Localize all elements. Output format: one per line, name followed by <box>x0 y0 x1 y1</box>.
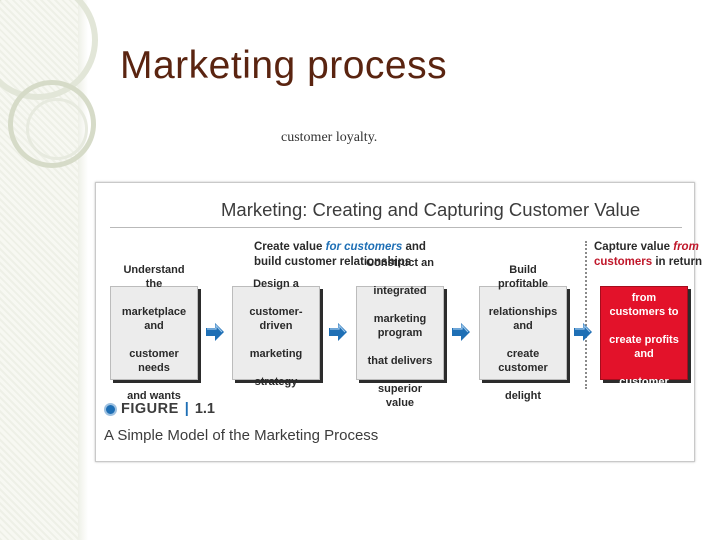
step-line: relationships and <box>488 306 558 332</box>
decorative-band-fade <box>78 0 88 540</box>
figure-label-number: 1.1 <box>194 401 216 417</box>
cropped-text: customer loyalty. <box>281 130 378 145</box>
step-line: customer needs <box>129 348 179 374</box>
figure-caption: A Simple Model of the Marketing Process <box>104 427 379 444</box>
step-line: integrated <box>373 285 427 297</box>
figure-label: FIGURE | 1.1 <box>104 401 215 417</box>
create-value-text: Create value <box>254 241 326 253</box>
arrow-right-icon <box>452 323 470 341</box>
step-line: from customers to <box>609 292 679 318</box>
arrow-right-icon <box>329 323 347 341</box>
step-box-construct: Construct an integrated marketing progra… <box>356 257 444 409</box>
step-line: marketing program <box>373 313 427 339</box>
capture-value-return: in return <box>652 256 703 268</box>
slide-title: Marketing process <box>120 44 448 87</box>
capture-value-header: Capture value from customers in return <box>594 240 702 270</box>
step-line: Capture value <box>607 264 681 276</box>
step-line: customer-driven <box>249 306 303 332</box>
step-line: customer equity <box>619 376 669 402</box>
step-line: Build profitable <box>497 264 549 290</box>
step-line: marketplace and <box>121 306 187 332</box>
marketing-process-figure: Marketing: Creating and Capturing Custom… <box>95 182 702 462</box>
create-value-header: Create value for customers and build cus… <box>254 240 426 270</box>
capture-value-text: Capture value <box>594 241 674 253</box>
create-value-emphasis: for customers <box>325 241 403 253</box>
step-line: create customer <box>498 348 548 374</box>
capture-value-from: from <box>673 241 699 253</box>
decorative-ring <box>26 98 88 160</box>
step-line: superior value <box>377 383 422 409</box>
figure-title: Marketing: Creating and Capturing Custom… <box>221 199 641 220</box>
stage-divider <box>585 241 587 389</box>
arrow-right-icon <box>206 323 224 341</box>
step-line: delight <box>504 390 542 402</box>
figure-label-word: FIGURE <box>121 401 179 417</box>
step-line: create profits and <box>609 334 679 360</box>
decorative-ring <box>8 80 96 168</box>
step-line: strategy <box>254 376 298 388</box>
step-line: that delivers <box>367 355 433 367</box>
step-line: Construct an <box>366 257 434 269</box>
step-box-understand: Understand the marketplace and customer … <box>110 264 198 402</box>
capture-value-customers: customers <box>594 256 653 268</box>
step-box-design: Design a customer-driven marketing strat… <box>232 278 320 388</box>
step-line: Understand the <box>123 264 185 290</box>
step-box-capture: Capture value from customers to create p… <box>600 264 688 402</box>
step-line: marketing <box>249 348 303 360</box>
step-box-build: Build profitable relationships and creat… <box>479 264 567 402</box>
create-value-and: and <box>402 241 426 253</box>
create-value-line2: build customer relationships <box>254 256 412 268</box>
arrow-right-icon <box>574 323 592 341</box>
figure-label-separator: | <box>184 401 189 417</box>
figure-divider <box>110 227 682 228</box>
figure-bullet-icon <box>104 402 117 416</box>
step-line: and wants <box>127 390 181 402</box>
step-line: Design a <box>253 278 299 290</box>
